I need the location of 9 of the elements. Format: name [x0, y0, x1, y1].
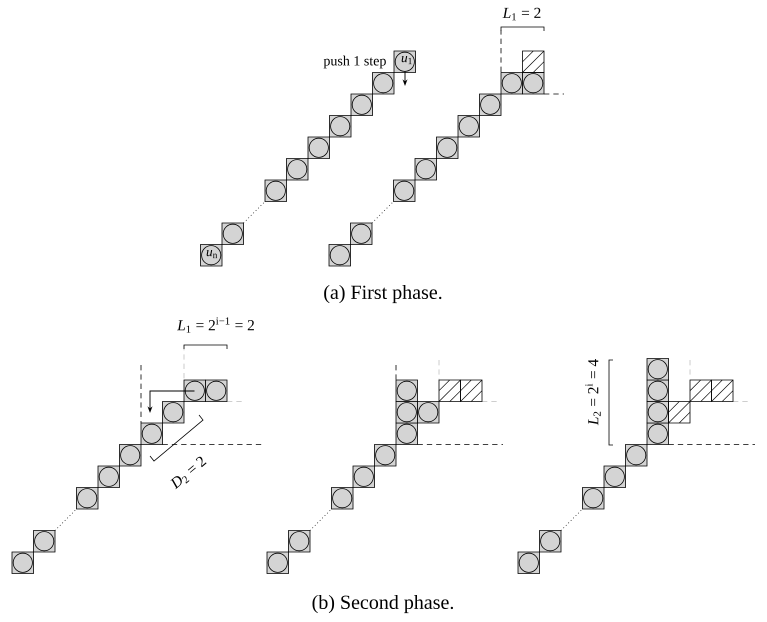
dimension-label: L$_{2}$ = 2$^{i}$ = 4: [585, 359, 601, 426]
node-label: u$_{n}$: [206, 250, 218, 258]
caption: (a) First phase.: [324, 284, 442, 304]
dimension-label: L$_{1}$ = 2: [502, 8, 540, 20]
caption: (b) Second phase.: [312, 594, 454, 614]
annotation: push 1 step: [324, 56, 386, 68]
dimension-label: D$_{2}$ = 2: [170, 456, 207, 490]
dimension-label: L$_{1}$ = 2$^{i−1}$ = 2: [177, 317, 254, 333]
node-label: u$_{1}$: [402, 56, 412, 64]
